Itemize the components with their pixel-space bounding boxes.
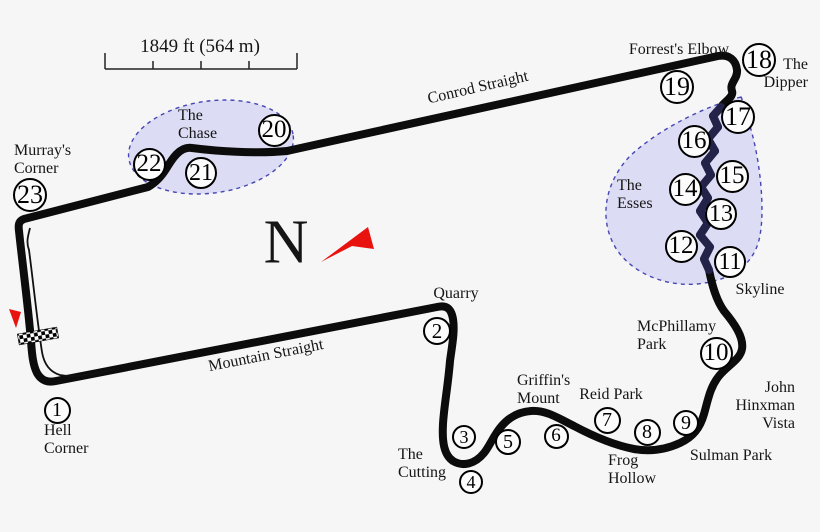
turn-marker-6: 6 xyxy=(543,423,569,449)
turn-marker-13: 13 xyxy=(705,198,737,230)
scale-bar xyxy=(104,53,298,70)
turn-marker-4: 4 xyxy=(459,470,483,494)
start-finish-line xyxy=(17,326,59,346)
turn-marker-19: 19 xyxy=(660,70,694,104)
label-forrests-elbow: Forrest's Elbow xyxy=(628,41,730,58)
start-marker-icon xyxy=(9,309,21,328)
turn-marker-9: 9 xyxy=(673,410,699,436)
turn-marker-12: 12 xyxy=(664,229,698,263)
turn-marker-17: 17 xyxy=(721,100,755,134)
turn-marker-20: 20 xyxy=(257,113,291,147)
turn-marker-16: 16 xyxy=(677,124,711,158)
turn-marker-23: 23 xyxy=(13,178,47,212)
turn-marker-11: 11 xyxy=(714,246,746,278)
label-skyline: Skyline xyxy=(735,281,785,298)
turn-marker-5: 5 xyxy=(495,429,521,455)
pit-lane xyxy=(26,227,116,377)
turn-marker-10: 10 xyxy=(699,336,733,370)
turn-marker-14: 14 xyxy=(668,172,702,206)
scale-label: 1849 ft (564 m) xyxy=(140,36,260,57)
turn-marker-3: 3 xyxy=(452,425,476,449)
turn-marker-18: 18 xyxy=(742,43,776,77)
turn-marker-21: 21 xyxy=(185,157,217,189)
compass-north-letter: N xyxy=(263,208,309,277)
label-quarry: Quarry xyxy=(433,285,479,302)
turn-marker-2: 2 xyxy=(423,317,451,345)
turn-marker-8: 8 xyxy=(633,418,661,446)
turn-marker-1: 1 xyxy=(43,396,71,424)
turn-marker-15: 15 xyxy=(715,159,749,193)
turn-marker-7: 7 xyxy=(593,406,621,434)
label-reid-park: Reid Park xyxy=(579,386,643,403)
turn-marker-22: 22 xyxy=(132,147,166,181)
compass-arrow-icon xyxy=(321,227,374,262)
label-sulman-park: Sulman Park xyxy=(689,447,773,464)
